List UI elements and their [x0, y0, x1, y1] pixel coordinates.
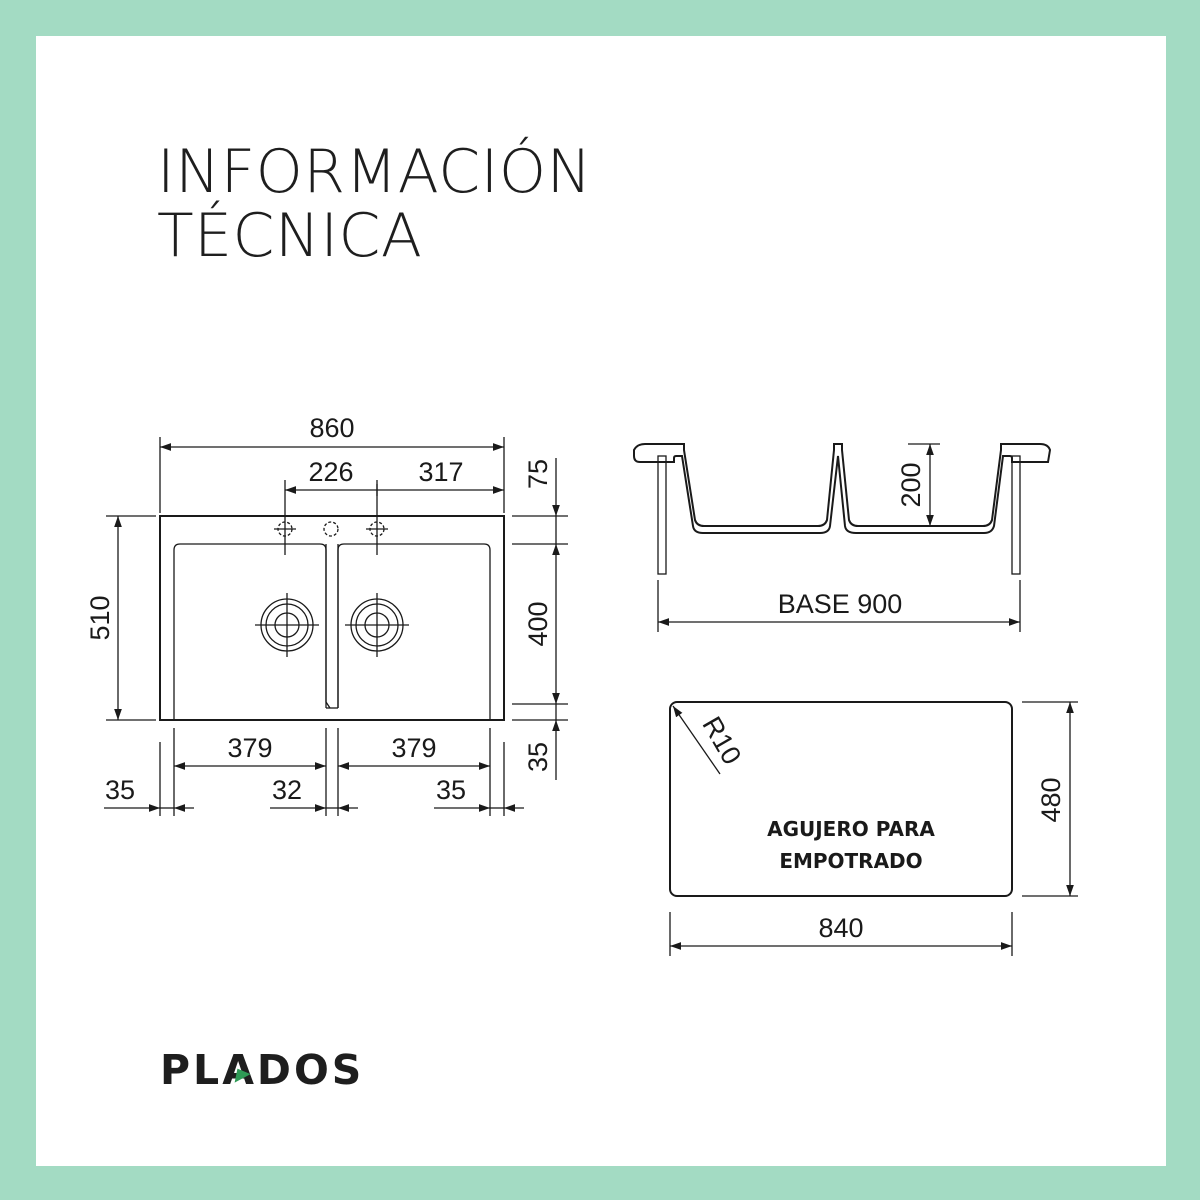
- page-title: INFORMACIÓN TÉCNICA: [157, 140, 592, 268]
- dim-faucet-offset-left: 226: [308, 457, 353, 487]
- sink-side-view: 200 BASE 900: [633, 443, 1052, 632]
- faucet-hole-right: [366, 515, 388, 555]
- cutout-label-line-2: EMPOTRADO: [779, 849, 922, 873]
- drain-left-icon: [255, 593, 319, 657]
- dim-back-margin: 75: [523, 459, 553, 489]
- dim-side-margin-right: 35: [436, 775, 466, 805]
- sink-profile: [633, 443, 1052, 534]
- logo-text-end: DOS: [256, 1046, 365, 1094]
- logo-text-start: PL: [160, 1046, 223, 1094]
- dim-side-margin-left: 35: [105, 775, 135, 805]
- dim-bowl-depth: 400: [523, 601, 553, 646]
- dim-bowl-right-width: 379: [391, 733, 436, 763]
- dim-cutout-width: 840: [818, 913, 863, 943]
- dim-divider-width: 32: [272, 775, 302, 805]
- dim-bowl-height: 200: [896, 462, 926, 507]
- cutout-label-line-1: AGUJERO PARA: [767, 817, 935, 841]
- dim-corner-radius: R10: [696, 712, 747, 770]
- sink-top-view: 860 226 317 75 510 400 35 379 379 35 32 …: [85, 413, 568, 816]
- cutout-template: R10 AGUJERO PARA EMPOTRADO 840 480: [669, 701, 1078, 956]
- dim-front-margin: 35: [523, 742, 553, 772]
- logo-text-a: A: [222, 1046, 257, 1094]
- logo-a-letter: A: [222, 1046, 257, 1094]
- dim-overall-width: 860: [309, 413, 354, 443]
- right-bowl-outline: [337, 543, 491, 720]
- sink-outline: [159, 515, 505, 721]
- base-support-right: [1011, 455, 1021, 575]
- plados-logo: PL A DOS: [160, 1046, 364, 1094]
- content-card: [36, 36, 1166, 1166]
- faucet-hole-center: [323, 521, 339, 537]
- cutout-outline: [669, 701, 1013, 897]
- base-support-left: [657, 455, 667, 575]
- title-line-1: INFORMACIÓN: [157, 137, 592, 207]
- faucet-hole-left: [274, 515, 296, 555]
- dim-base-label: BASE 900: [778, 589, 903, 619]
- drain-right-icon: [345, 593, 409, 657]
- dim-overall-depth: 510: [85, 595, 115, 640]
- dim-cutout-height: 480: [1036, 777, 1066, 822]
- dim-bowl-left-width: 379: [227, 733, 272, 763]
- title-line-2: TÉCNICA: [157, 201, 423, 271]
- dim-faucet-offset-right: 317: [418, 457, 463, 487]
